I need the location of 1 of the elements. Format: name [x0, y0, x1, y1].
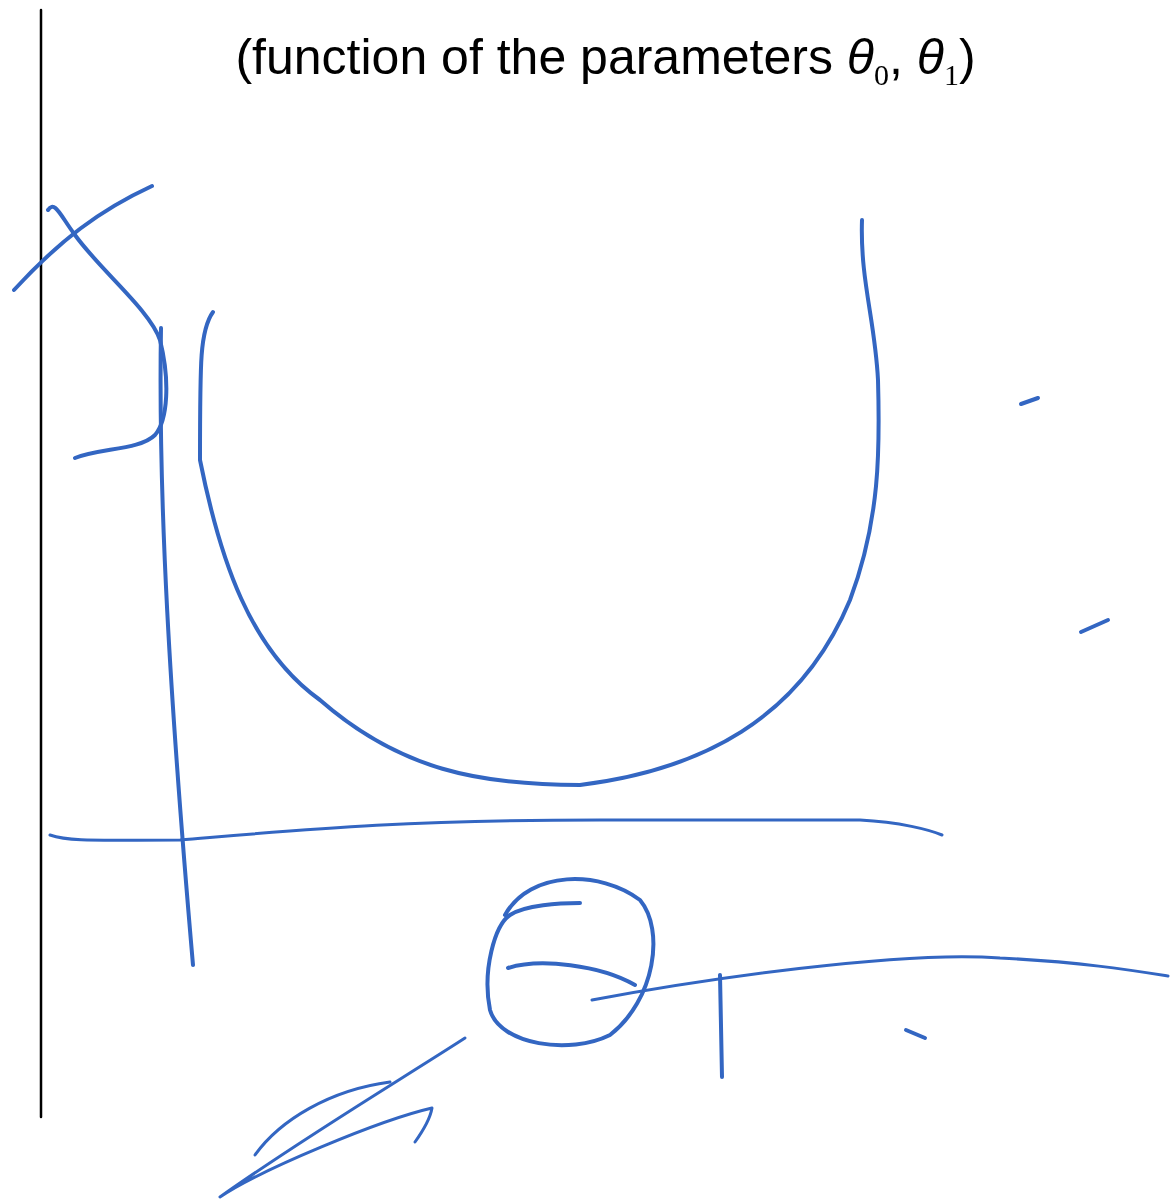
formula-caption: (function of the parameters θ$_{0}$, θ$_{1}$) — [234, 28, 977, 92]
